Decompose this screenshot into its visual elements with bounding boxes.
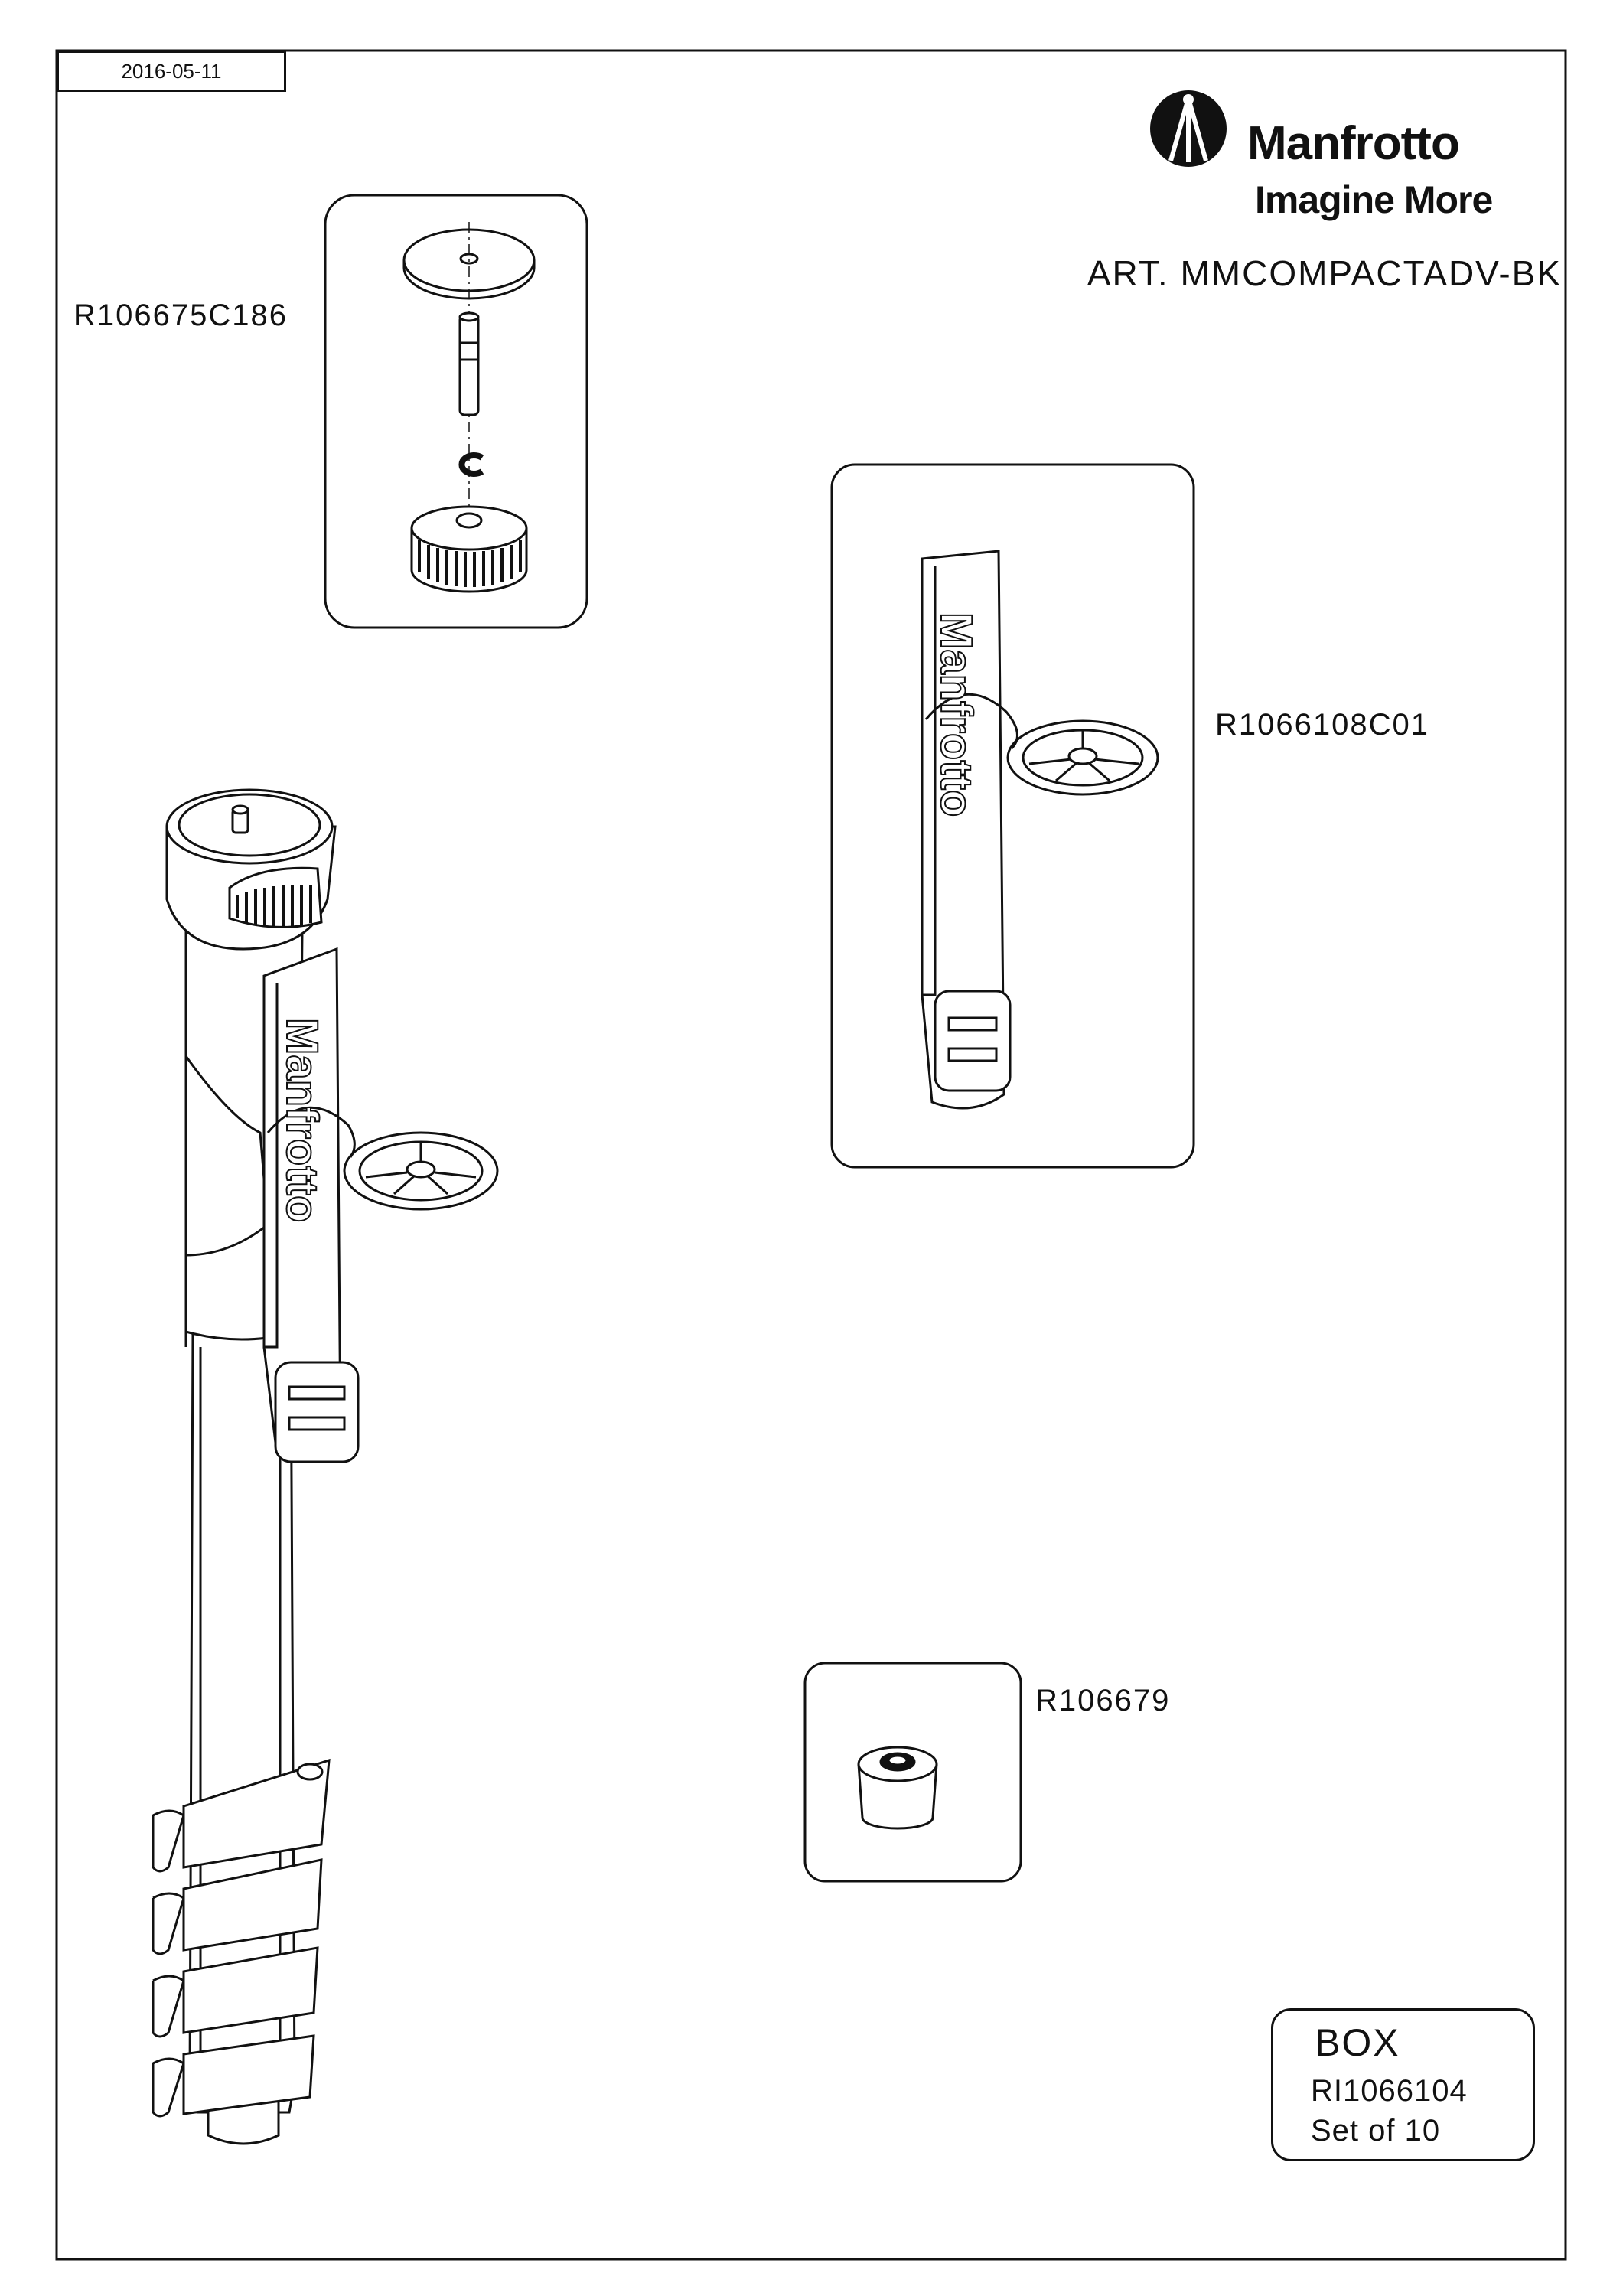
manfrotto-logo-icon [1150, 90, 1227, 167]
box-title: BOX [1315, 2021, 1400, 2064]
monopod-illustration [152, 788, 499, 2145]
date-label: 2016-05-11 [57, 51, 286, 92]
strap-code-label: R1066108C01 [1215, 708, 1429, 742]
leg-lock-levers [152, 1758, 331, 2118]
box-info-card [1271, 2008, 1535, 2161]
sheet-border [55, 49, 1567, 2261]
knurled-knob-illustration [410, 505, 528, 593]
pin-illustration [458, 311, 480, 416]
strap-print-text: Manfrotto [930, 612, 982, 817]
monopod-strap-print-text: Manfrotto [276, 1017, 328, 1223]
foot-panel [803, 1662, 1022, 1883]
pin-kit-panel [324, 194, 588, 629]
strap-panel [830, 463, 1195, 1169]
washer-illustration [402, 228, 536, 300]
rubber-foot-illustration [857, 1746, 938, 1830]
box-quantity: Set of 10 [1311, 2114, 1441, 2148]
box-code: RI1066104 [1311, 2074, 1468, 2108]
pin-kit-code-label: R106675C186 [73, 298, 288, 332]
brand-name: Manfrotto [1247, 117, 1460, 170]
article-number: ART. MMCOMPACTADV-BK [1087, 253, 1562, 293]
foot-code-label: R106679 [1035, 1684, 1171, 1717]
strap-illustration [921, 550, 1159, 1110]
e-clip-illustration [458, 452, 484, 477]
brand-tagline: Imagine More [1255, 178, 1493, 221]
